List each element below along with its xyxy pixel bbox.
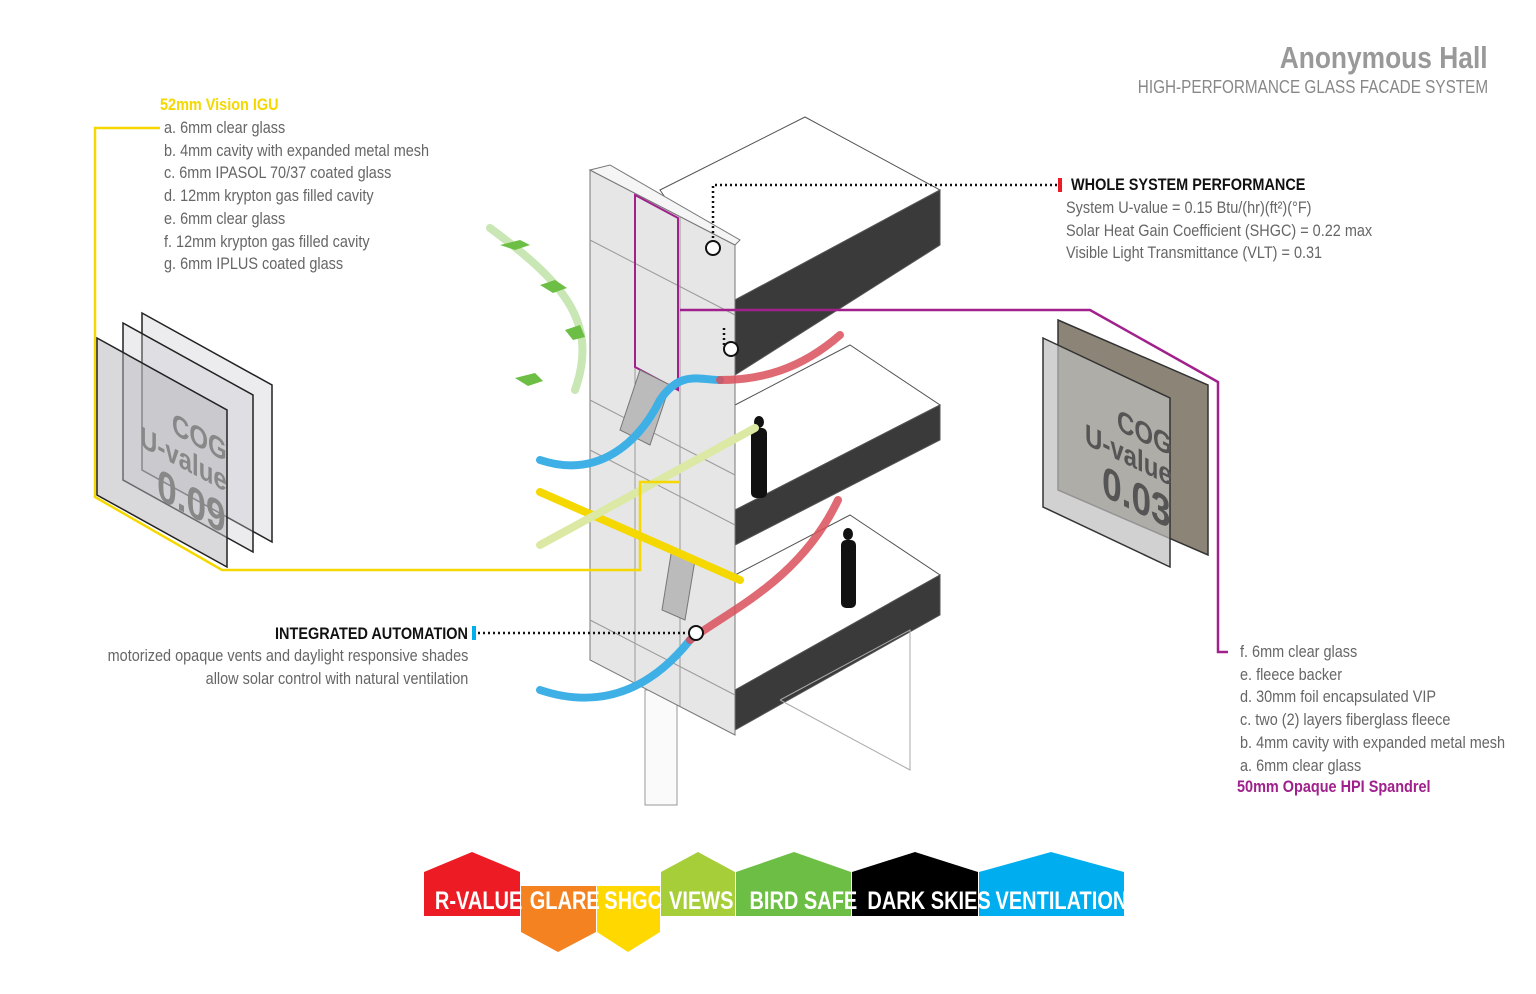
badge-ventilation: VENTILATION (995, 887, 1128, 915)
vision-igu-panel (96, 311, 273, 569)
badge-shape (736, 852, 851, 916)
badge-shgc: SHGC (604, 887, 663, 915)
badge-bird-safe: BIRD SAFE (749, 887, 858, 915)
badge-shape (424, 852, 520, 916)
spandrel-panel (1042, 318, 1209, 569)
badge-shape (661, 852, 735, 916)
badge-r-value: R-VALUE (434, 887, 523, 915)
vision-igu-title: 52mm Vision IGU (160, 95, 279, 114)
page-subtitle: HIGH-PERFORMANCE GLASS FACADE SYSTEM (1137, 77, 1488, 97)
whole-system-metrics: System U-value = 0.15 Btu/(hr)(ft²)(°F)S… (1066, 198, 1373, 263)
badge-shape (597, 886, 660, 952)
badge-shapes (424, 852, 1124, 952)
badge-shape (979, 852, 1124, 916)
automation-marker (472, 626, 476, 640)
bird-icons (500, 240, 585, 386)
people-silhouettes (751, 416, 856, 608)
automation-description: motorized opaque vents and daylight resp… (107, 646, 468, 688)
badge-shape (852, 852, 978, 916)
automation-title: INTEGRATED AUTOMATION (275, 624, 468, 643)
column (644, 689, 678, 806)
callout-markers (688, 240, 739, 641)
badge-shape (521, 886, 596, 952)
page-title: Anonymous Hall (1280, 40, 1488, 75)
spandrel-title: 50mm Opaque HPI Spandrel (1237, 777, 1431, 796)
badge-views: VIEWS (669, 887, 734, 915)
whole-system-title: WHOLE SYSTEM PERFORMANCE (1071, 175, 1306, 194)
system-marker (1058, 178, 1062, 192)
badge-glare: GLARE (529, 887, 600, 915)
badge-dark-skies: DARK SKIES (867, 887, 991, 915)
